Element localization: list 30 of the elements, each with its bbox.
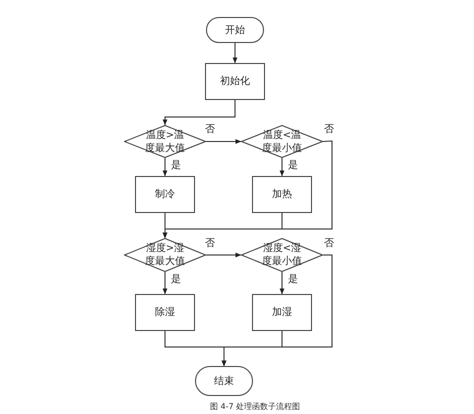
arrow: [280, 272, 284, 294]
decision-diamond: 温度<温度最小值: [241, 125, 323, 158]
arrow: [206, 139, 242, 144]
arrow: [162, 100, 236, 126]
arrow: [162, 158, 168, 176]
terminal-box: 开始: [206, 17, 264, 43]
arrow: [162, 140, 332, 238]
arrow: [206, 252, 242, 258]
arrow: [162, 272, 168, 294]
edge-label: 否: [323, 124, 335, 135]
arrow: [280, 158, 284, 176]
arrow: [222, 254, 332, 366]
edge-label: 是: [287, 274, 299, 285]
decision-diamond: 湿度<湿度最小值: [241, 238, 323, 272]
process-box: 加湿: [252, 294, 312, 331]
edge-label: 是: [170, 160, 182, 171]
edge-label: 否: [204, 124, 216, 135]
decision-diamond: 温度>温度最大值: [124, 125, 206, 158]
process-box: 制冷: [135, 176, 195, 213]
process-box: 初始化: [205, 63, 265, 100]
arrow: [232, 42, 238, 64]
caption: 图 4-7 处理函数子流程图: [210, 401, 300, 412]
edge-label: 否: [323, 238, 335, 249]
edge-label: 是: [170, 274, 182, 285]
process-box: 除湿: [135, 294, 195, 331]
edge-label: 否: [204, 238, 216, 249]
edge-label: 是: [287, 160, 299, 171]
process-box: 加热: [252, 176, 312, 213]
terminal-box: 结束: [195, 366, 253, 396]
decision-diamond: 湿度>湿度最大值: [124, 238, 206, 272]
